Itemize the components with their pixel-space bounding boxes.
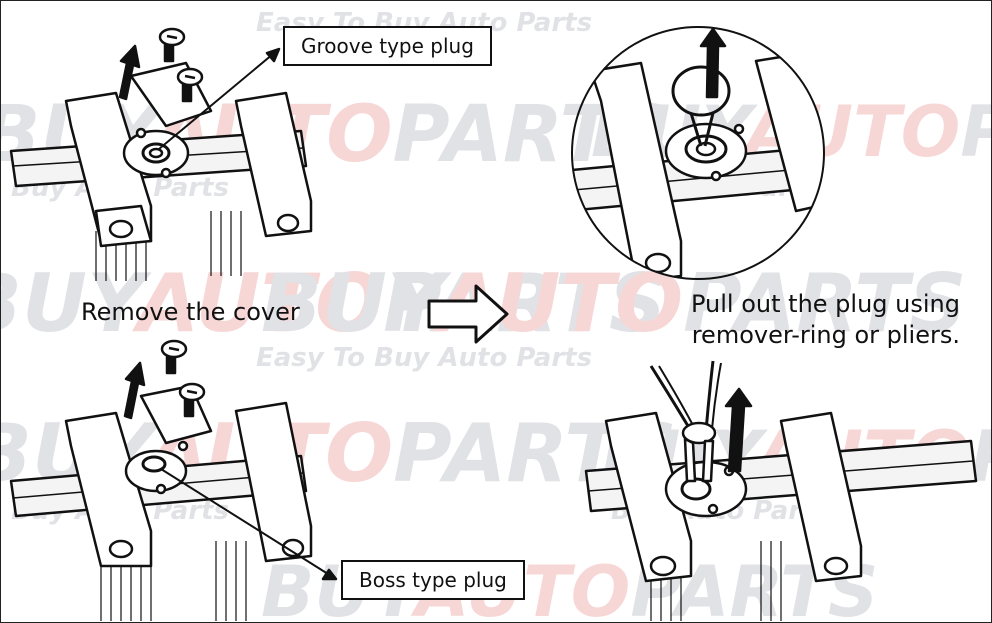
up-arrow-icon — [118, 44, 141, 101]
up-arrow-icon — [724, 387, 753, 473]
hollow-right-arrow-icon — [427, 284, 509, 344]
screw-icon — [176, 67, 204, 103]
illustration-groove-plug — [9, 27, 313, 281]
callout-label: Boss type plug — [359, 568, 507, 592]
screw-icon — [160, 339, 188, 375]
illustration-boss-plug — [9, 339, 338, 621]
screw-icon — [178, 382, 206, 418]
up-arrow-icon — [699, 27, 727, 99]
step-label-pull-out-plug: Pull out the plug using remover-ring or … — [691, 289, 960, 351]
callout-label: Groove type plug — [301, 34, 474, 58]
illustration-pliers — [584, 360, 978, 621]
up-arrow-icon — [123, 361, 146, 420]
screw-icon — [158, 27, 186, 63]
step-label-line: Pull out the plug using — [691, 290, 960, 318]
callout-boss-type-plug: Boss type plug — [341, 560, 525, 600]
step-label-remove-cover: Remove the cover — [81, 298, 300, 326]
watermark-tagline: Easy To Buy Auto Parts — [256, 343, 592, 373]
step-label-line: remover-ring or pliers. — [691, 321, 960, 349]
callout-groove-type-plug: Groove type plug — [283, 26, 492, 66]
